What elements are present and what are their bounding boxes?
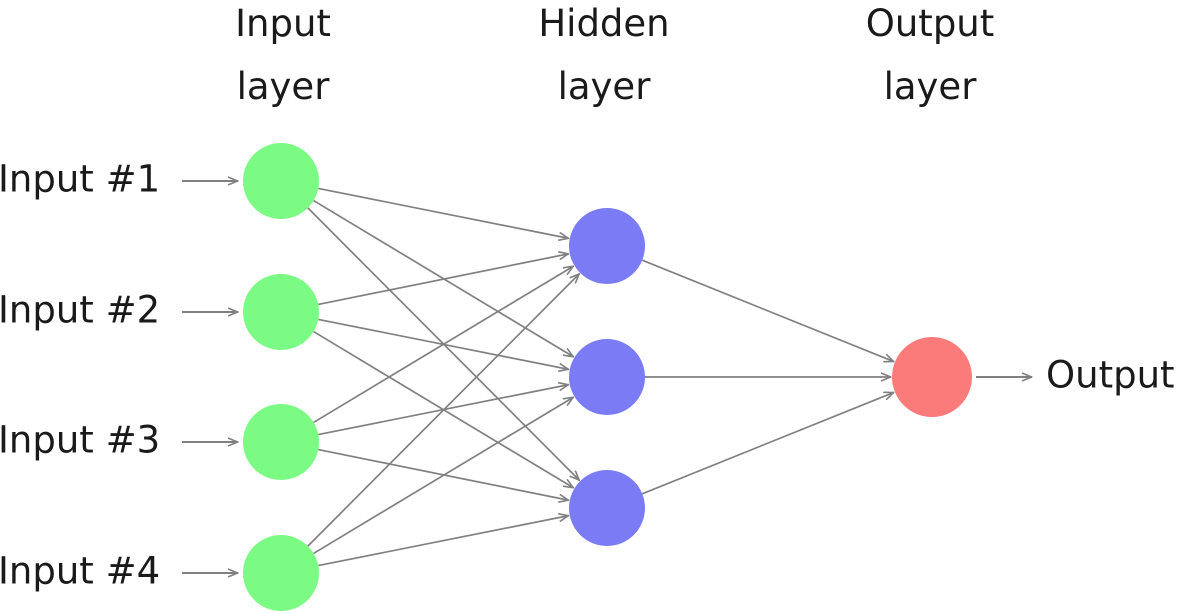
input-labels: Input #1 Input #2 Input #3 Input #4 <box>0 158 160 593</box>
node-h1[interactable] <box>569 208 645 284</box>
edge-i4-h2 <box>313 397 574 555</box>
node-i4[interactable] <box>243 535 319 611</box>
input-label-1: Input #1 <box>0 158 160 201</box>
input-label-2: Input #2 <box>0 289 160 332</box>
edge-h3-o1 <box>641 391 894 495</box>
node-h2[interactable] <box>569 339 645 415</box>
node-i2[interactable] <box>243 274 319 350</box>
output-label: Output <box>1046 354 1175 397</box>
hidden-layer-title-line2: layer <box>558 65 652 108</box>
io-arrows-group <box>182 181 1032 573</box>
output-label-group: Output <box>1046 354 1175 397</box>
node-i1[interactable] <box>243 143 319 219</box>
node-i3[interactable] <box>243 404 319 480</box>
edge-h1-o1 <box>641 259 894 363</box>
edge-i1-h1 <box>318 187 568 238</box>
edge-i4-h3 <box>318 516 568 567</box>
edges-group <box>307 187 894 567</box>
node-o1[interactable] <box>892 337 972 417</box>
nodes-group <box>243 143 972 611</box>
edge-i3-h1 <box>313 266 574 424</box>
edge-i4-h1 <box>307 274 580 547</box>
layer-titles: Input layer Hidden layer Output layer <box>235 2 994 108</box>
hidden-layer-title-line1: Hidden <box>538 2 669 45</box>
input-label-3: Input #3 <box>0 419 160 462</box>
output-layer-title-line1: Output <box>866 2 995 45</box>
input-label-4: Input #4 <box>0 550 160 593</box>
output-layer-title-line2: layer <box>884 65 978 108</box>
node-h3[interactable] <box>569 470 645 546</box>
input-layer-title-line1: Input <box>235 2 331 45</box>
input-layer-title-line2: layer <box>237 65 331 108</box>
edge-i2-h1 <box>318 254 569 306</box>
